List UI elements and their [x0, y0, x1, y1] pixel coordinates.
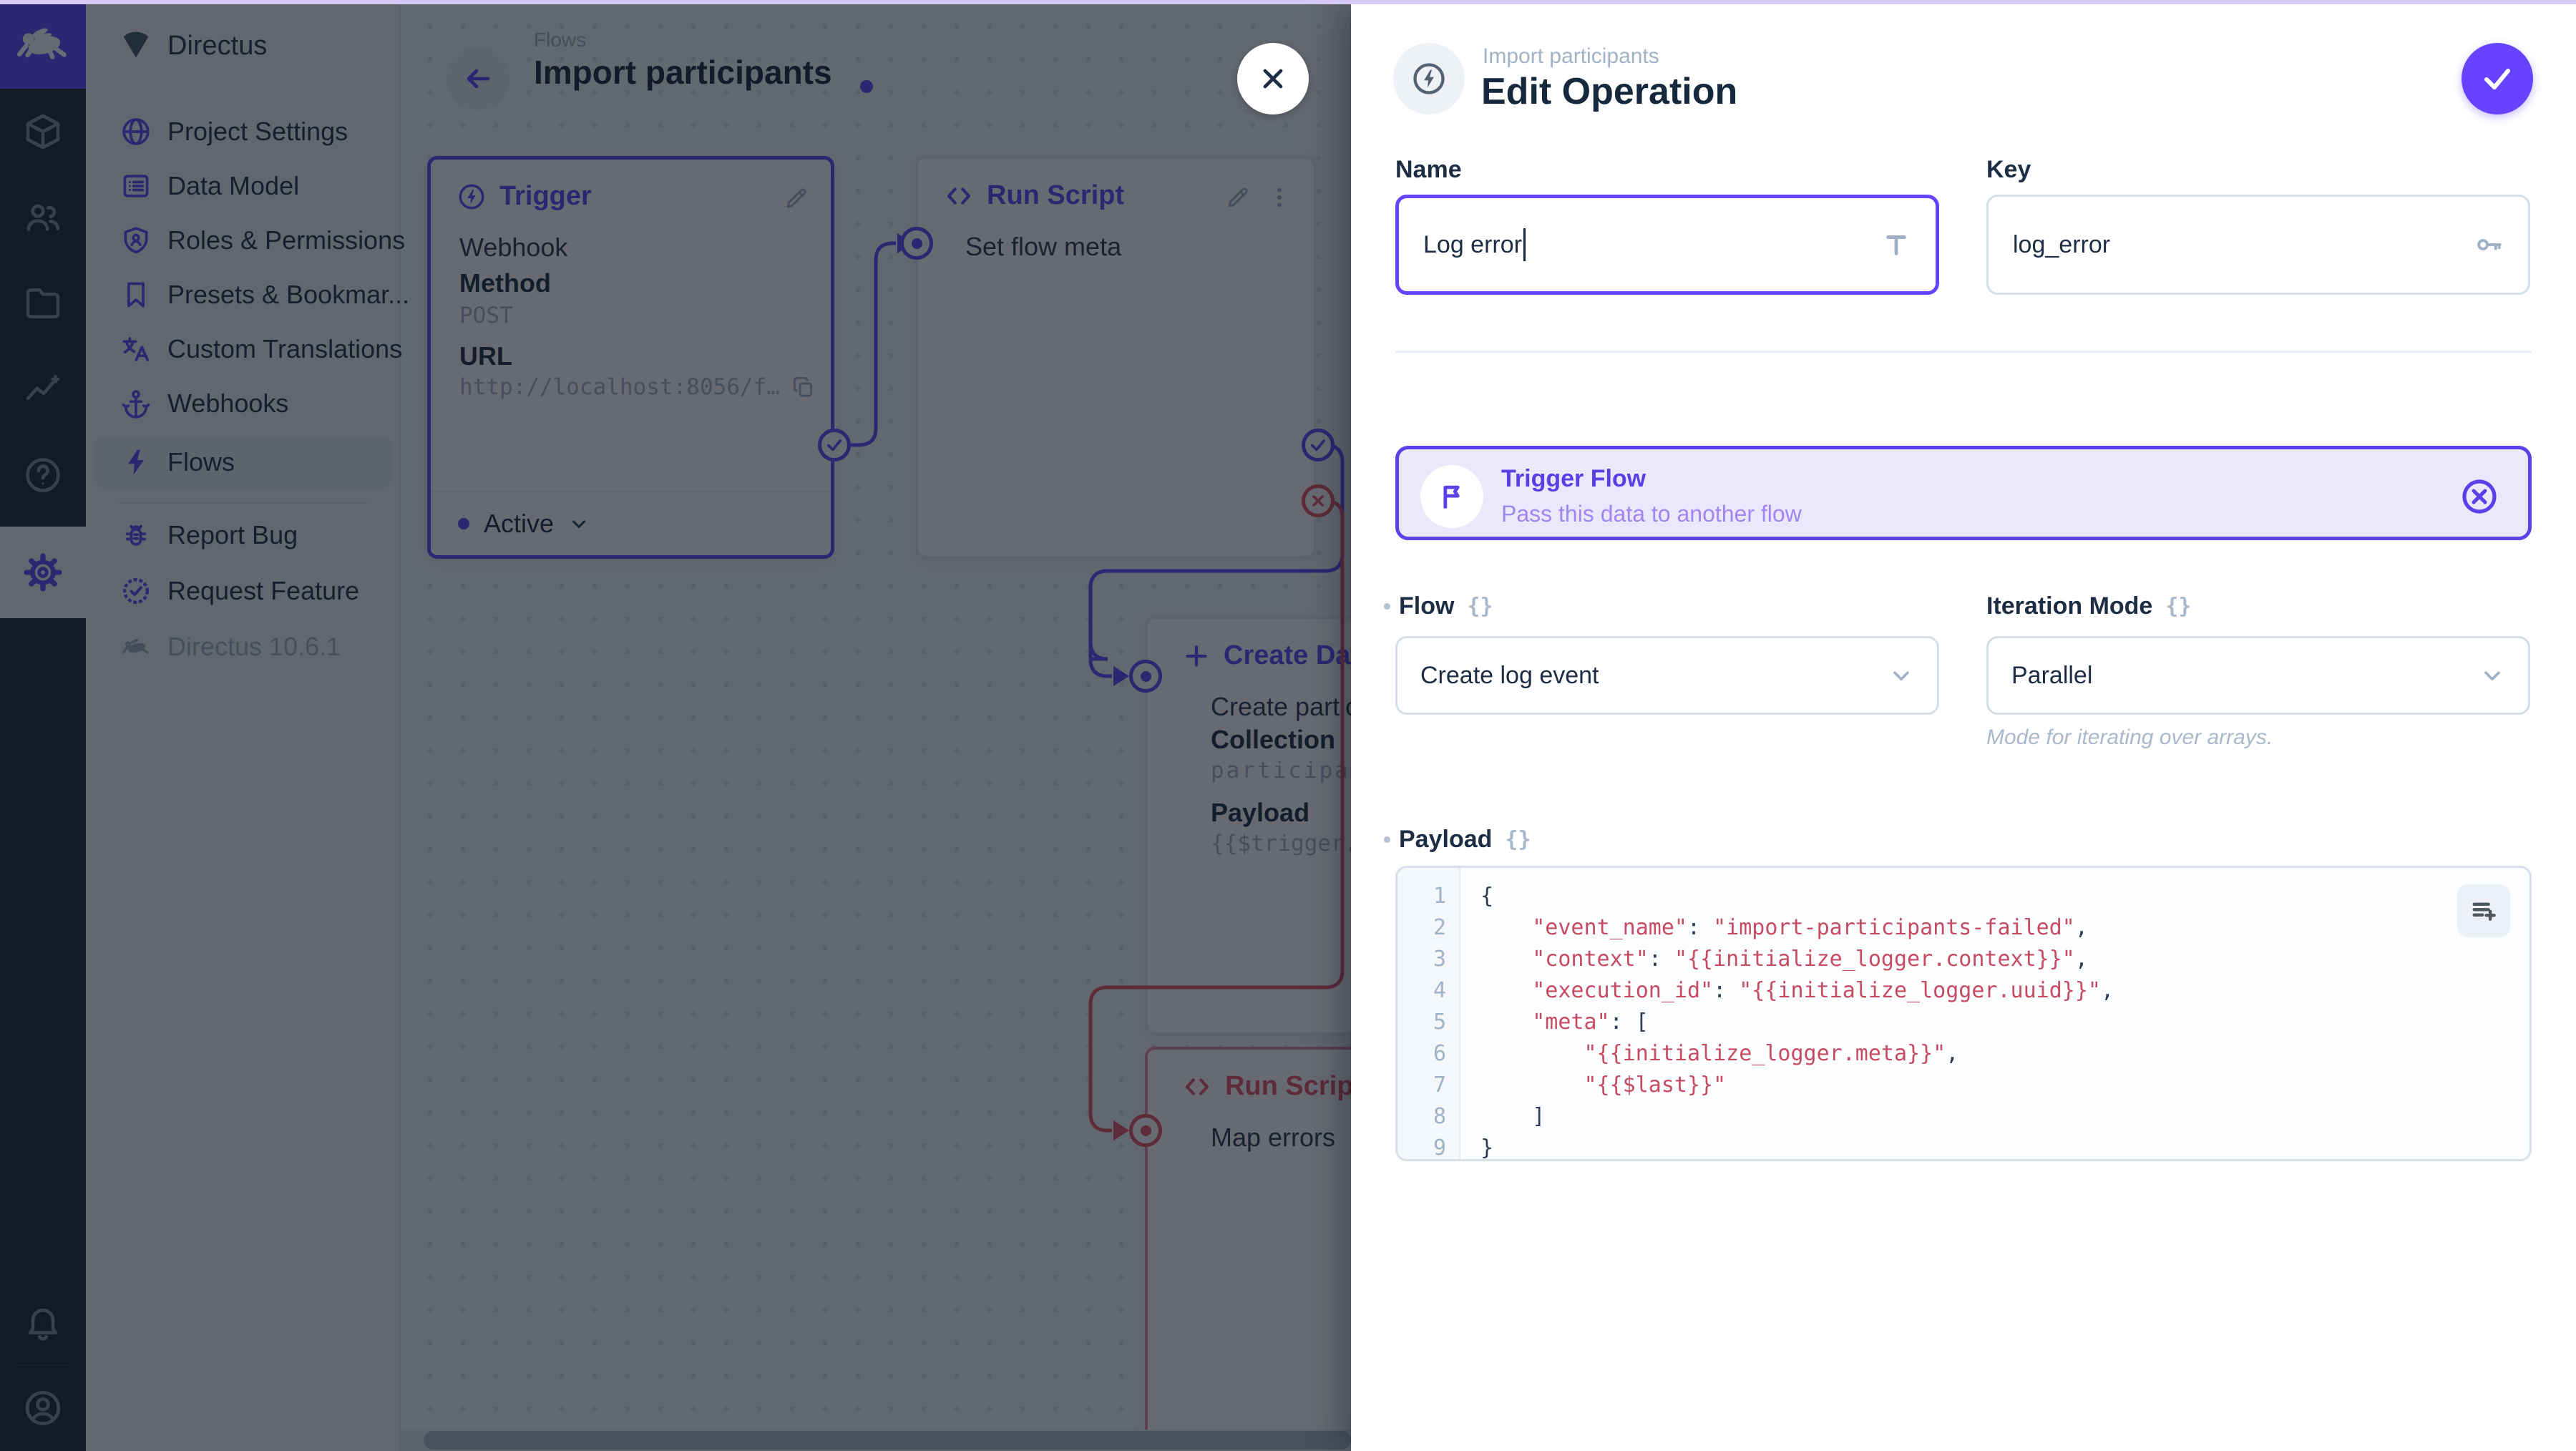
payload-field-label: Payload {} — [1384, 826, 1531, 854]
line-number: 8 — [1433, 1104, 1446, 1129]
code-line: ] — [1480, 1104, 1546, 1129]
select-value: Parallel — [2011, 661, 2093, 689]
label-text: Payload — [1399, 826, 1493, 853]
circled-x-icon — [2462, 479, 2497, 514]
line-number: 1 — [1433, 884, 1446, 909]
label-text: Flow — [1399, 592, 1455, 620]
iteration-field-label: Iteration Mode {} — [1986, 592, 2191, 620]
code-line: { — [1480, 884, 1494, 909]
drawer-close-button[interactable] — [1237, 43, 1309, 114]
key-field-label: Key — [1986, 156, 2031, 184]
iteration-note: Mode for iterating over arrays. — [1986, 726, 2273, 749]
iteration-mode-select[interactable]: Parallel — [1986, 636, 2530, 715]
save-button[interactable] — [2462, 43, 2533, 114]
label-text: Key — [1986, 156, 2031, 183]
required-dot — [1384, 836, 1390, 843]
key-input[interactable]: log_error — [1986, 195, 2530, 295]
drawer-breadcrumb[interactable]: Import participants — [1483, 44, 1659, 68]
name-input-value: Log error — [1423, 228, 1881, 261]
line-number: 7 — [1433, 1073, 1446, 1098]
chevron-down-icon — [2479, 663, 2505, 688]
code-line: "{{initialize_logger.meta}}", — [1584, 1041, 1959, 1066]
top-accent-bar — [0, 0, 2576, 4]
code-line: "execution_id": "{{initialize_logger.uui… — [1532, 978, 2114, 1003]
code-line: "event_name": "import-participants-faile… — [1532, 915, 2088, 940]
flow-select[interactable]: Create log event — [1395, 636, 1939, 715]
key-input-value: log_error — [2013, 231, 2474, 259]
payload-code-editor[interactable]: 1 2 3 4 5 6 7 8 9 { "event_name": "import-partic… — [1395, 866, 2532, 1161]
line-number: 3 — [1433, 947, 1446, 972]
close-icon — [1263, 69, 1283, 89]
chevron-down-icon — [1888, 663, 1914, 688]
edit-operation-drawer: Import participants Edit Operation Name … — [1237, 4, 2576, 1451]
line-number: 6 — [1433, 1041, 1446, 1066]
check-icon — [2484, 69, 2510, 89]
section-divider — [1395, 351, 2532, 353]
required-dot — [1384, 603, 1390, 610]
name-field-label: Name — [1395, 156, 1462, 184]
code-gutter: 1 2 3 4 5 6 7 8 9 — [1397, 868, 1460, 1159]
name-input[interactable]: Log error — [1395, 195, 1939, 295]
code-line: "context": "{{initialize_logger.context}… — [1532, 947, 2088, 972]
flag-circle — [1420, 465, 1483, 528]
select-value: Create log event — [1420, 661, 1599, 689]
flow-field-label: Flow {} — [1384, 592, 1493, 620]
title-format-icon[interactable] — [1881, 230, 1911, 260]
raw-value-toggle-icon[interactable]: {} — [1505, 827, 1531, 852]
raw-value-toggle-icon[interactable]: {} — [1467, 594, 1493, 619]
raw-value-toggle-icon[interactable]: {} — [2165, 594, 2192, 619]
label-text: Name — [1395, 156, 1462, 183]
code-line: } — [1480, 1135, 1494, 1161]
code-body[interactable]: { "event_name": "import-participants-fai… — [1462, 868, 2529, 1161]
trigger-flow-subtitle: Pass this data to another flow — [1501, 501, 1802, 527]
text-caret — [1523, 228, 1526, 261]
bolt-circle-icon — [1413, 63, 1445, 94]
line-number: 9 — [1433, 1135, 1446, 1161]
format-lines-icon — [2472, 902, 2496, 921]
line-number: 2 — [1433, 915, 1446, 940]
code-line: "{{$last}}" — [1584, 1073, 1727, 1098]
value-text: Log error — [1423, 230, 1522, 258]
line-number: 5 — [1433, 1010, 1446, 1035]
trigger-flow-card[interactable]: Trigger Flow Pass this data to another f… — [1395, 446, 2532, 540]
flag-icon — [1443, 485, 1460, 509]
line-number: 4 — [1433, 978, 1446, 1003]
trigger-flow-title: Trigger Flow — [1501, 465, 1646, 492]
code-line: "meta": [ — [1532, 1010, 1649, 1035]
remove-trigger-flow-button[interactable] — [2459, 477, 2499, 517]
drawer-title: Edit Operation — [1481, 71, 1738, 112]
label-text: Iteration Mode — [1986, 592, 2153, 620]
format-code-button[interactable] — [2457, 884, 2510, 937]
drawer-overlay-scrim[interactable] — [0, 0, 1351, 1451]
value-text: log_error — [2013, 230, 2111, 258]
operation-header-icon — [1393, 43, 1465, 114]
key-icon — [2474, 230, 2504, 260]
